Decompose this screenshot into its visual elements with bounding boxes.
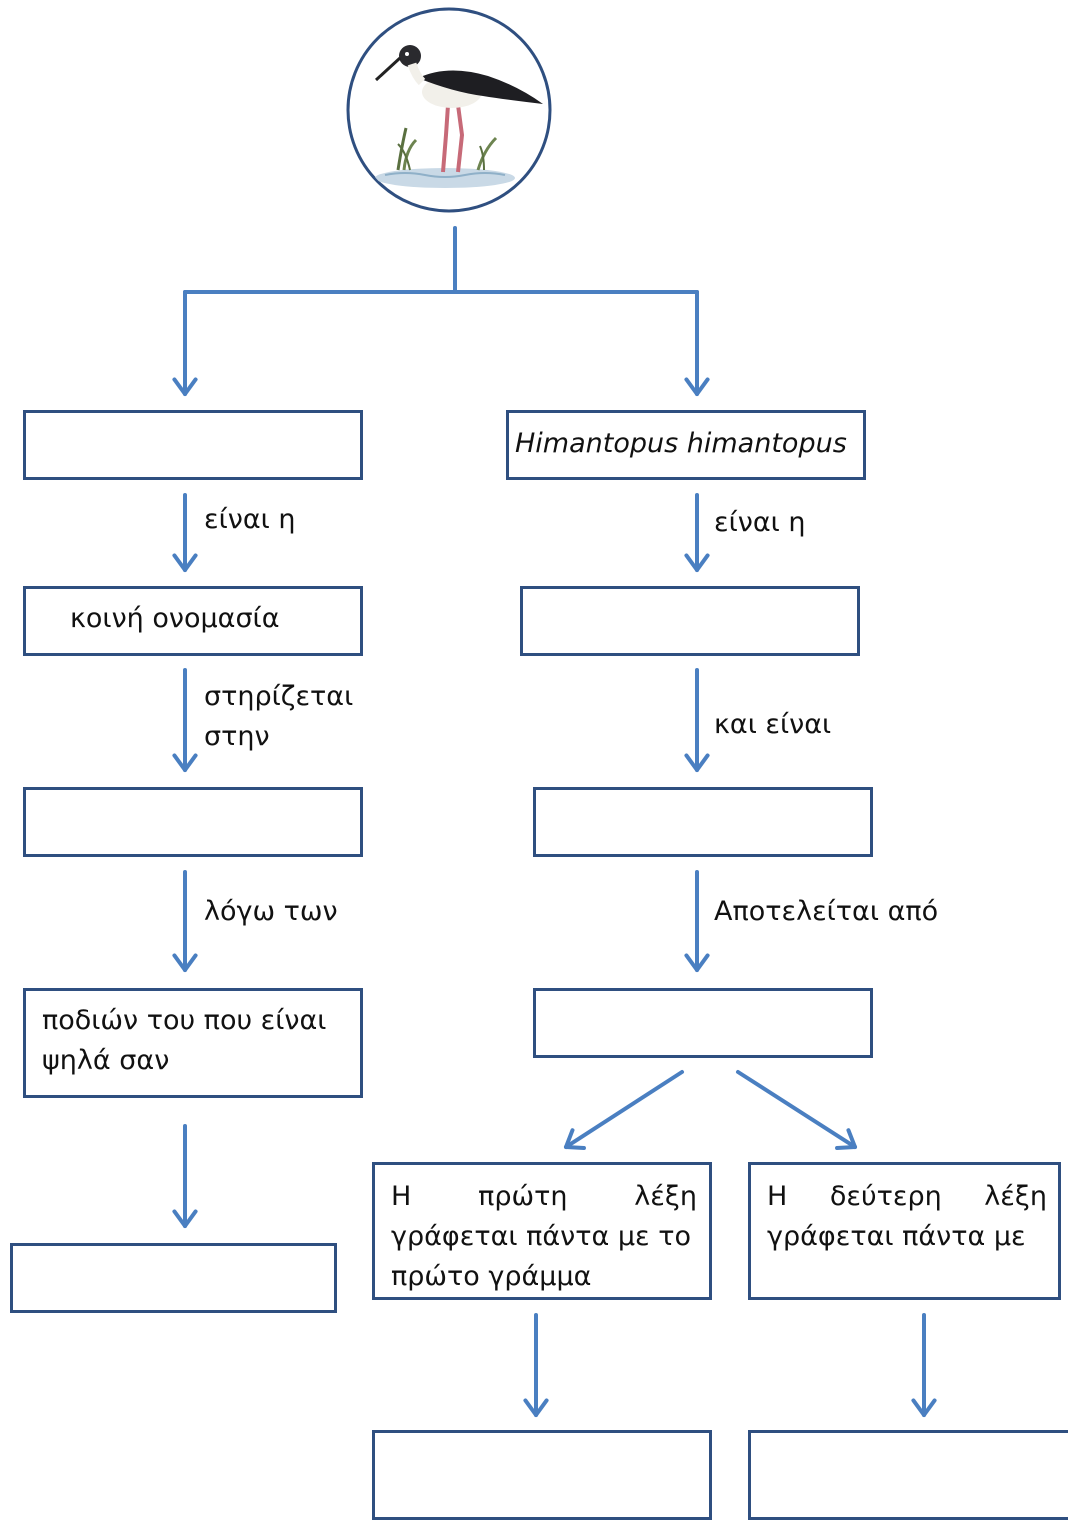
arrow-right-1-2-head-b: [695, 553, 710, 572]
arrow-right-to-second-word-head-b: [846, 1128, 857, 1149]
arrow-to-right-box1-head-b: [695, 377, 710, 396]
left-edge1-label: είναι η: [204, 504, 296, 535]
second-word-w2: δεύτερη: [829, 1181, 942, 1212]
first-word-line1: Η πρώτη λέξη: [391, 1177, 697, 1217]
left-box-scientific-blank[interactable]: [23, 410, 363, 480]
first-word-w2: πρώτη: [478, 1181, 568, 1212]
arrow-first-word-down-head-a: [523, 1398, 538, 1417]
right-edge3-label: Αποτελείται από: [714, 896, 939, 927]
arrow-right-2-3-head-b: [695, 753, 710, 772]
right-box-scientific-name: Himantopus himantopus: [506, 410, 866, 480]
arrow-second-word-down-head-a: [911, 1398, 926, 1417]
first-word-box: Η πρώτη λέξη γράφεται πάντα με το πρώτο …: [372, 1162, 712, 1300]
arrow-right-to-first-word-head-a: [564, 1128, 575, 1149]
arrow-left-1-2-head-b: [183, 553, 198, 572]
arrow-right-to-first-word-shaft: [564, 1070, 684, 1149]
arrow-to-left-box1-head-a: [172, 377, 187, 396]
arrow-right-to-second-word-head-a: [835, 1145, 857, 1151]
arrow-to-left-box1-head-b: [183, 377, 198, 396]
left-box-common-name: κοινή ονομασία: [23, 586, 363, 656]
first-letter-answer-blank[interactable]: [372, 1430, 712, 1520]
arrow-left-2-3-head-b: [183, 753, 198, 772]
right-box-parts-blank[interactable]: [533, 988, 873, 1058]
left-box-basis-blank[interactable]: [23, 787, 363, 857]
right-box-language-blank[interactable]: [533, 787, 873, 857]
first-word-w1: Η: [391, 1181, 412, 1212]
arrow-left-1-2-head-a: [172, 553, 187, 572]
second-word-box: Η δεύτερη λέξη γράφεται πάντα με: [748, 1162, 1061, 1300]
arrow-left-3-4-head-b: [183, 953, 198, 972]
left-box4-line1: ποδιών του που είναι: [42, 1005, 327, 1036]
connector-arrows: [172, 226, 937, 1417]
arrow-right-3-4-head-a: [684, 953, 699, 972]
arrow-right-1-2-head-a: [684, 553, 699, 572]
left-box-legs: ποδιών του που είναι ψηλά σαν: [23, 988, 363, 1098]
arrow-right-to-first-word-head-b: [564, 1145, 586, 1150]
second-letter-answer-blank[interactable]: [748, 1430, 1068, 1520]
arrow-left-2-3-head-a: [172, 753, 187, 772]
right-edge1-label: είναι η: [714, 507, 806, 538]
arrow-left-4-5-head-a: [172, 1209, 187, 1228]
first-word-line2: γράφεται πάντα με το: [391, 1221, 691, 1252]
arrow-right-3-4-head-b: [695, 953, 710, 972]
right-box1-text: Himantopus himantopus: [515, 428, 847, 459]
second-word-w1: Η: [767, 1181, 788, 1212]
left-box4-line2: ψηλά σαν: [42, 1045, 170, 1076]
arrow-second-word-down-head-b: [922, 1398, 937, 1417]
arrow-first-word-down-head-b: [534, 1398, 549, 1417]
left-edge3-label: λόγω των: [204, 896, 338, 927]
arrow-right-to-second-word-shaft: [736, 1070, 857, 1149]
second-word-line1: Η δεύτερη λέξη: [767, 1177, 1047, 1217]
left-edge2-label-line1: στηρίζεται: [204, 681, 354, 712]
arrow-left-4-5-head-b: [183, 1209, 198, 1228]
second-word-w3: λέξη: [984, 1181, 1047, 1212]
second-word-line2: γράφεται πάντα με: [767, 1221, 1026, 1252]
arrow-left-3-4-head-a: [172, 953, 187, 972]
first-word-line3: πρώτο γράμμα: [391, 1261, 592, 1292]
first-word-w3: λέξη: [634, 1181, 697, 1212]
arrow-right-2-3-head-a: [684, 753, 699, 772]
arrow-to-right-box1-head-a: [684, 377, 699, 396]
black-winged-stilt-bird-icon: [346, 7, 552, 213]
left-edge2-label-line2: στην: [204, 721, 270, 752]
right-box-name-type-blank[interactable]: [520, 586, 860, 656]
left-box2-text: κοινή ονομασία: [70, 603, 280, 634]
right-edge2-label: και είναι: [714, 709, 832, 740]
left-box-comparison-blank[interactable]: [10, 1243, 337, 1313]
